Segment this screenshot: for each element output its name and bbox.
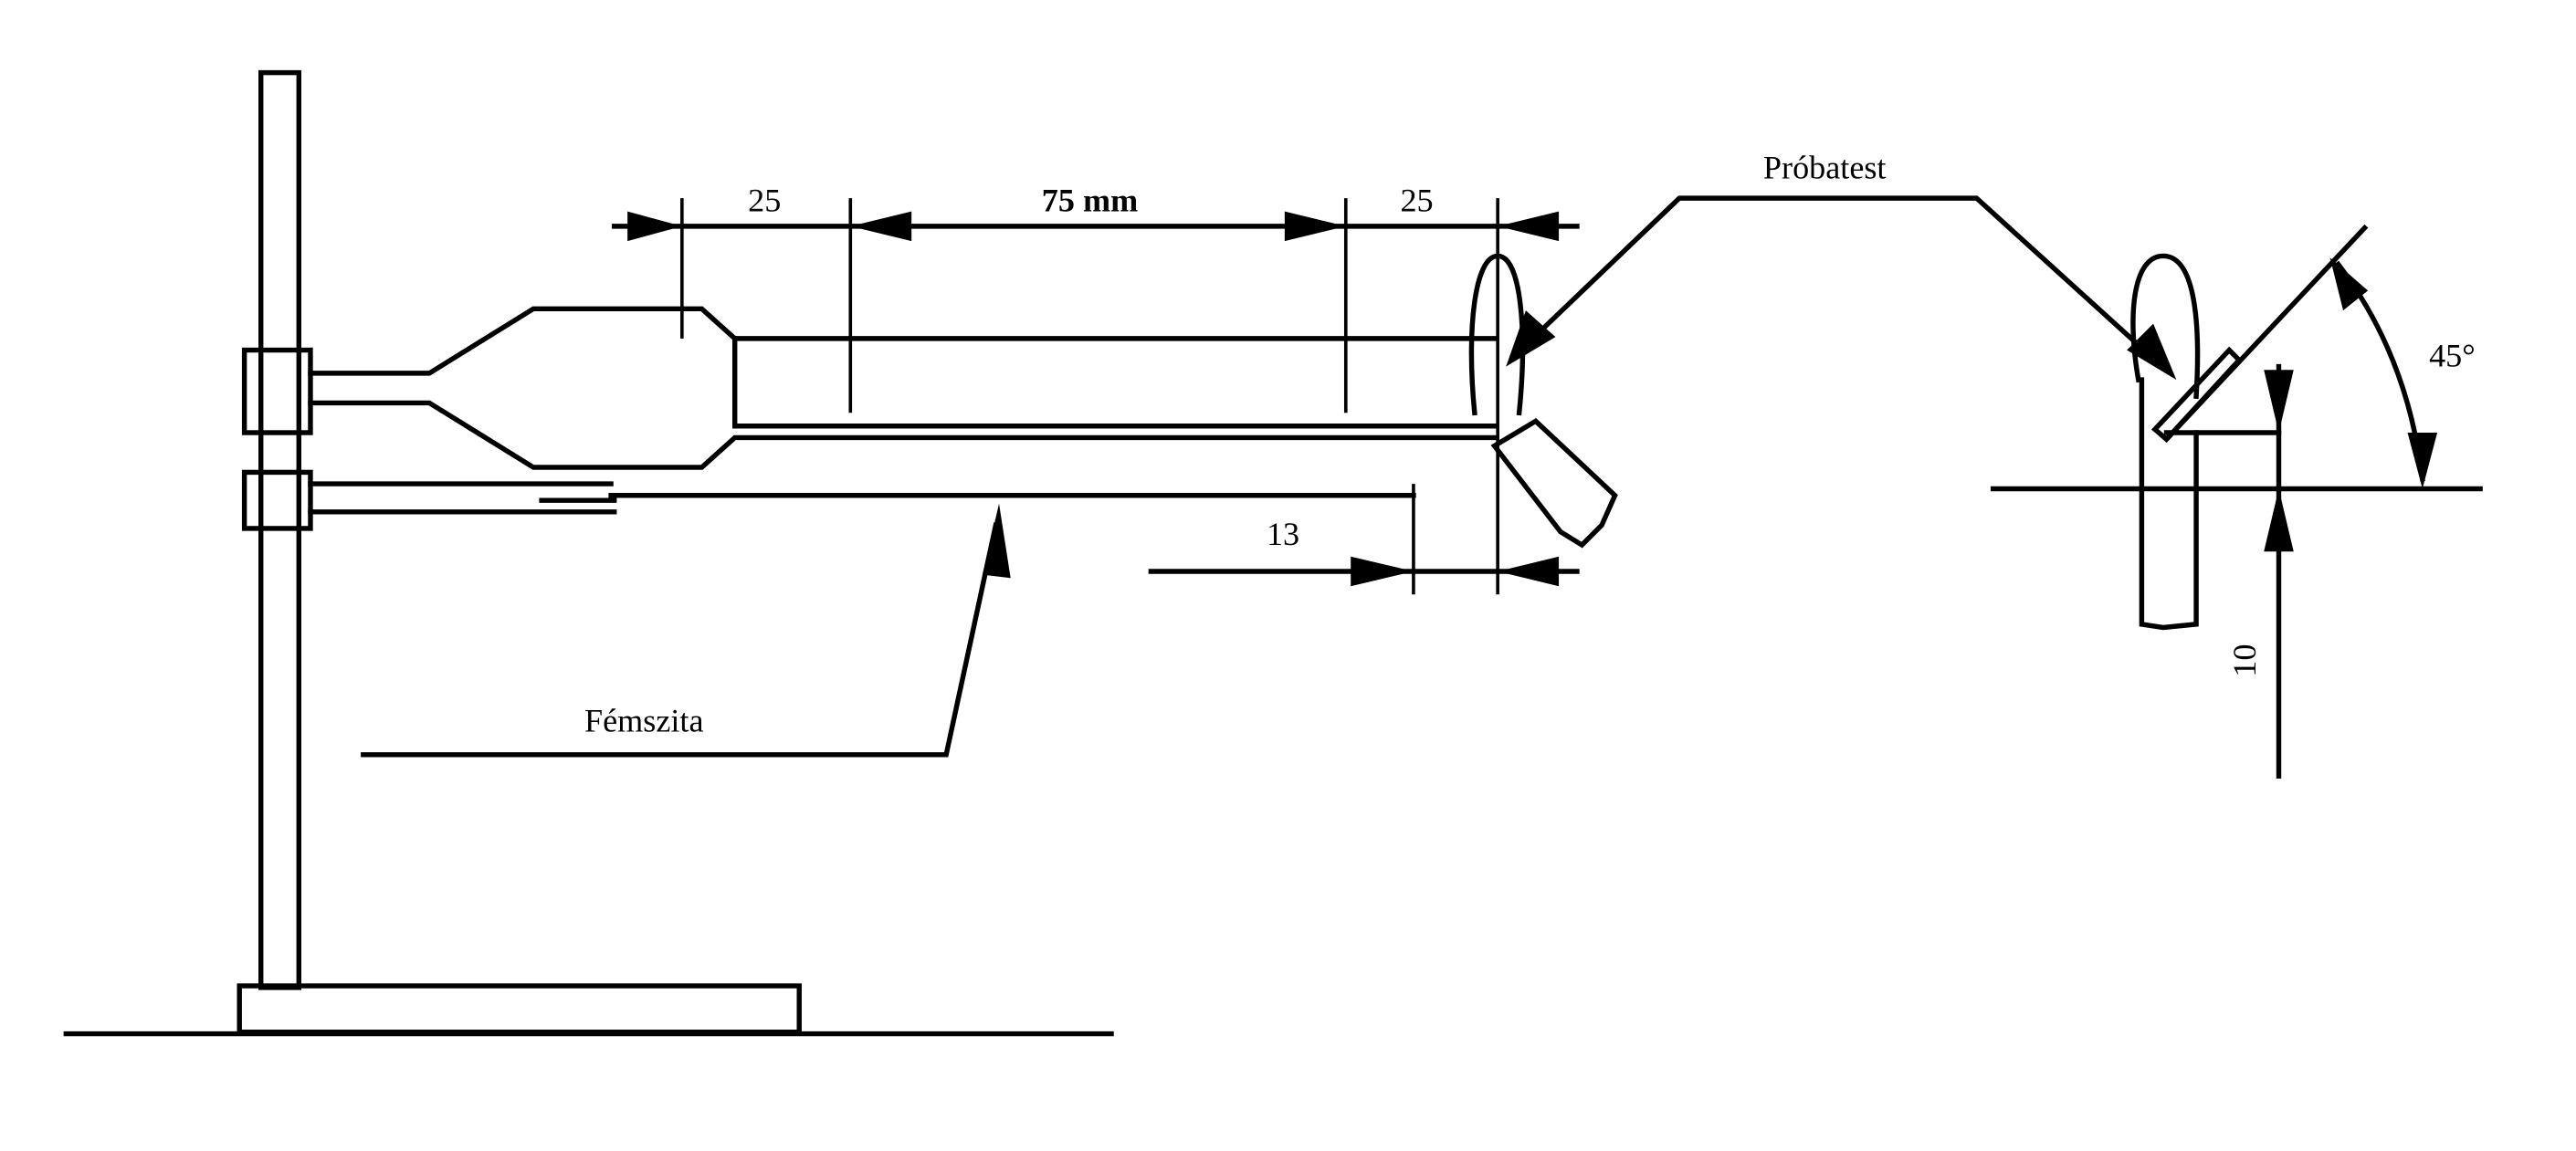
- mesh-label: Fémszita: [584, 702, 704, 738]
- dimension-right-label: 25: [1400, 183, 1433, 219]
- mesh-callout: Fémszita: [361, 503, 1011, 758]
- specimen-left-view: [1468, 253, 1618, 549]
- arrow-icon: [2264, 488, 2294, 552]
- angle-label: 45°: [2429, 338, 2476, 374]
- gap-dimension: 13: [1148, 484, 1580, 595]
- stand: [63, 69, 1114, 1037]
- metal-mesh: [308, 481, 1416, 515]
- arrow-icon: [1506, 310, 1556, 367]
- arrow-icon: [1284, 211, 1346, 242]
- arrow-icon: [1351, 556, 1414, 587]
- top-dimensions: 25 75 mm 25: [611, 183, 1580, 595]
- arrow-icon: [2407, 433, 2438, 489]
- dimension-gap-label: 13: [1267, 516, 1299, 552]
- height-label: 10: [2226, 644, 2263, 677]
- dimension-left-label: 25: [748, 183, 781, 219]
- arrow-icon: [2329, 257, 2369, 311]
- arrow-icon: [627, 211, 682, 242]
- arrow-icon: [2127, 323, 2177, 381]
- arrow-icon: [1498, 556, 1560, 587]
- specimen-label: Próbatest: [1763, 149, 1887, 185]
- specimen-detail-view: 45° 10: [1990, 224, 2483, 780]
- arrow-icon: [850, 211, 912, 242]
- arrow-icon: [2264, 370, 2294, 434]
- tube-holder: [308, 306, 1498, 470]
- dimension-middle-label: 75 mm: [1042, 183, 1138, 219]
- specimen-callout: Próbatest: [1506, 149, 2177, 381]
- arrow-icon: [982, 503, 1011, 579]
- arrow-icon: [1498, 211, 1560, 242]
